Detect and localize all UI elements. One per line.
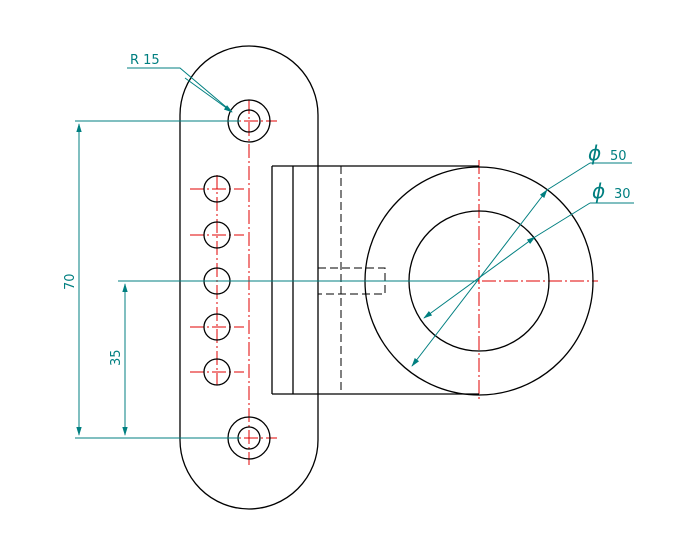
dim-35-label: 35 [109,349,124,366]
dimension-labels: R 15 ϕ 50 ϕ 30 70 35 [63,53,631,366]
dia30-symbol: ϕ [592,179,605,203]
left-plate-outline [179,45,319,510]
radius-arrow [184,77,233,113]
dim-70-label: 70 [63,273,78,290]
dia30-value: 30 [614,187,631,202]
small-hole-5 [203,358,231,386]
small-hole-1 [203,175,231,203]
centerlines [190,100,598,465]
dia30-leader [534,202,591,238]
radius-leader [127,67,233,113]
dia50-leader [546,162,591,191]
small-hole-4 [203,313,231,341]
dimensions [75,67,634,439]
hidden-lines [317,166,386,394]
dia50-value: 50 [610,149,627,164]
outlines [179,45,594,510]
dia30-line [423,236,536,319]
small-hole-2 [203,221,231,249]
dia50-symbol: ϕ [588,141,601,165]
radius-label: R 15 [130,53,160,68]
